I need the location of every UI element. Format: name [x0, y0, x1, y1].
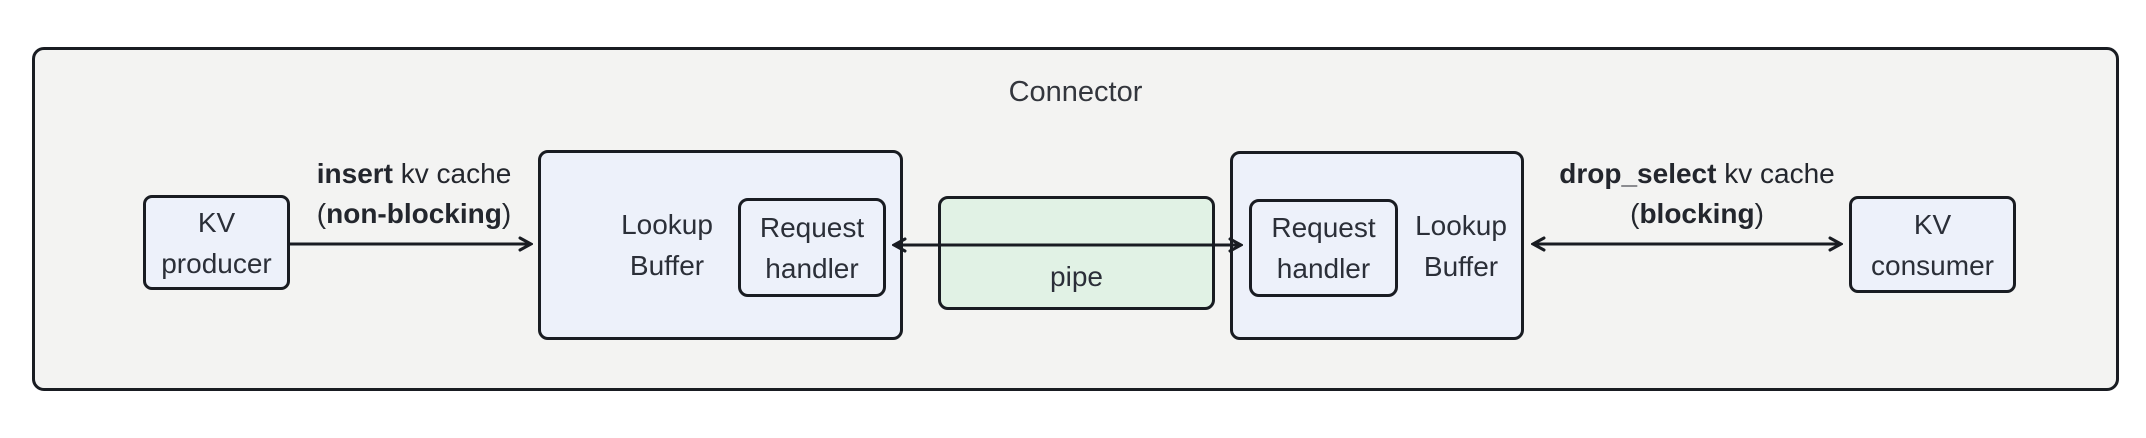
- pipe-label: pipe: [1050, 261, 1103, 292]
- request-handler-left-node: Request handler: [738, 198, 886, 297]
- pipe-node: pipe: [938, 196, 1215, 310]
- lookup-buffer-left-label: Lookup Buffer: [541, 153, 741, 337]
- lookup-buffer-left-label-line1: Lookup: [621, 209, 713, 240]
- kv-producer-label-line1: KV: [197, 206, 236, 238]
- insert-rest-text: kv cache: [392, 158, 512, 189]
- insert-edge-label: insert kv cache (non-blocking): [214, 154, 614, 234]
- lookup-buffer-right-label-line1: Lookup: [1415, 209, 1507, 241]
- drop-select-edge-label-line1: drop_select kv cache: [1490, 154, 1904, 194]
- drop-select-keyword: drop_select: [1559, 158, 1717, 189]
- paren-open: (: [316, 198, 327, 229]
- lookup-buffer-right-label-line2: Buffer: [1423, 250, 1499, 282]
- kv-consumer-label-line1: KV: [1913, 208, 1952, 240]
- blocking-keyword: blocking: [1639, 198, 1755, 229]
- insert-edge-label-line1: insert kv cache: [214, 154, 614, 194]
- paren-close: ): [1754, 198, 1764, 229]
- lookup-buffer-right-label: Lookup Buffer: [1398, 154, 1524, 337]
- paren-close: ): [501, 198, 512, 229]
- lookup-buffer-left-label-line2: Buffer: [629, 250, 705, 281]
- request-handler-right-label-line1: Request: [1271, 212, 1376, 243]
- request-handler-left-label-line1: Request: [759, 211, 865, 243]
- request-handler-right-label-line2: handler: [1276, 253, 1371, 284]
- kv-producer-label-line2: producer: [161, 247, 272, 279]
- insert-edge-label-line2: (non-blocking): [214, 194, 614, 234]
- lookup-buffer-left-node: Lookup Buffer Request handler: [538, 150, 903, 340]
- lookup-buffer-right-node: Request handler Lookup Buffer: [1230, 151, 1524, 340]
- paren-open: (: [1630, 198, 1640, 229]
- insert-keyword: insert: [316, 158, 393, 189]
- kv-producer-node: KV producer: [143, 195, 290, 290]
- drop-select-rest-text: kv cache: [1716, 158, 1835, 189]
- kv-consumer-label-line2: consumer: [1871, 249, 1994, 281]
- non-blocking-keyword: non-blocking: [326, 198, 502, 229]
- request-handler-left-label-line2: handler: [765, 252, 859, 284]
- kv-consumer-node: KV consumer: [1849, 196, 2016, 293]
- diagram-title: Connector: [1008, 76, 1143, 108]
- drop-select-edge-label-line2: (blocking): [1490, 194, 1904, 234]
- request-handler-right-node: Request handler: [1249, 199, 1398, 297]
- drop-select-edge-label: drop_select kv cache (blocking): [1490, 154, 1904, 234]
